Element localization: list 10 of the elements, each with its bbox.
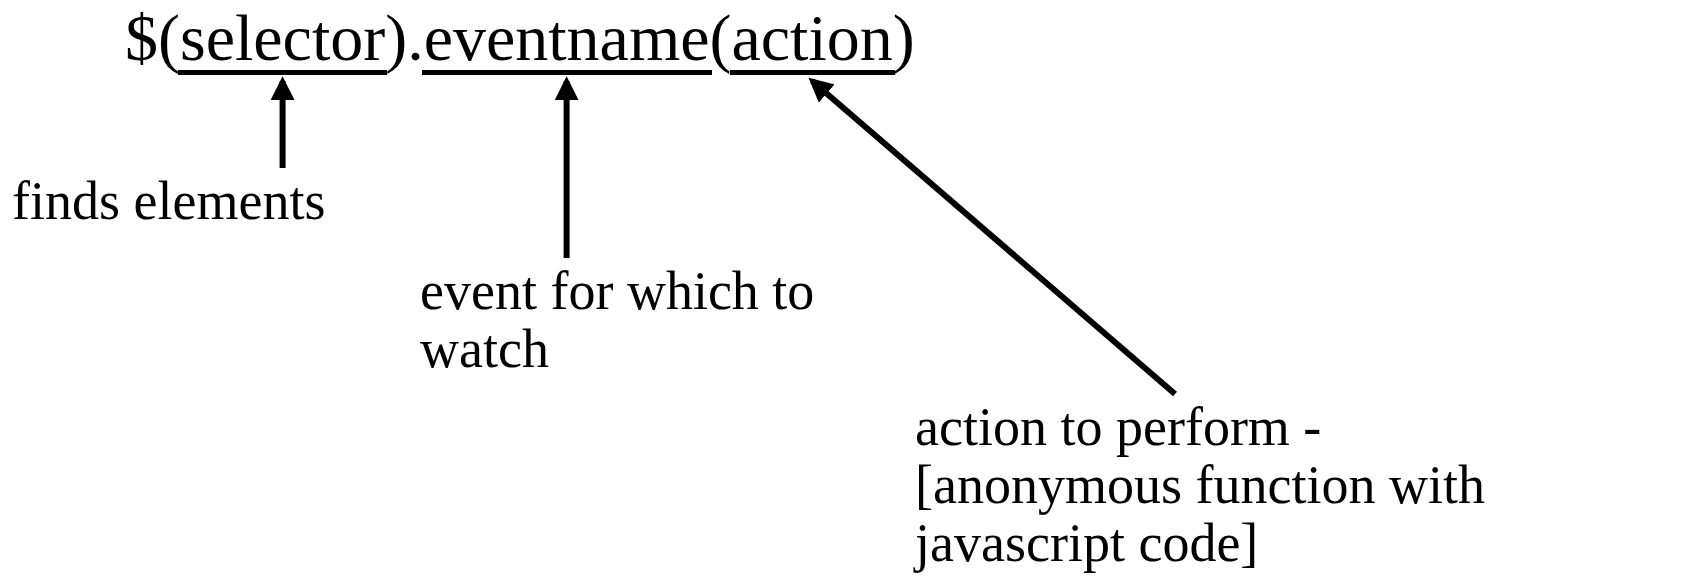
annotation-text: event for which to watch (420, 262, 900, 378)
annotation-text: action to perform - [anonymous function with javascript code] (915, 398, 1535, 572)
underline-bar (421, 70, 712, 75)
leader-arrow (808, 77, 1177, 397)
leader-arrow (554, 76, 579, 258)
underline-bar (177, 70, 388, 75)
underline-bar (729, 70, 895, 75)
code-line: $(selector).eventname(action) (125, 2, 915, 74)
leader-arrow (270, 76, 295, 168)
annotation-text: finds elements (12, 172, 432, 230)
